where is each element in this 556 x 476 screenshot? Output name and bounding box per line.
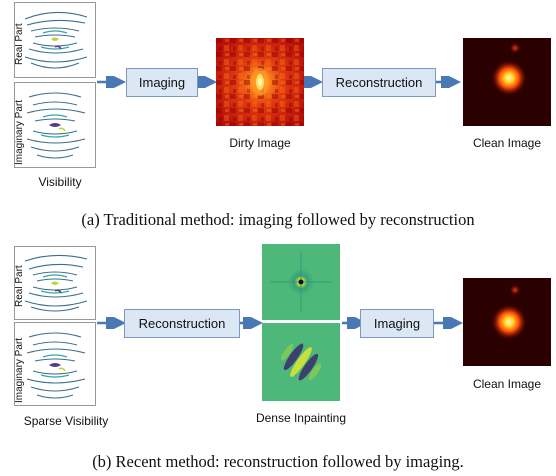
top-arrow-1 — [97, 76, 126, 88]
top-imag-label: Imaginary Part — [14, 99, 25, 165]
bottom-reconstruction-box: Reconstruction — [124, 309, 240, 338]
bottom-arrow-2 — [240, 317, 263, 329]
bottom-imaging-box: Imaging — [360, 309, 434, 338]
bottom-clean-image — [463, 278, 551, 366]
top-visibility-label: Visibility — [38, 175, 82, 189]
bottom-arrow-4 — [434, 317, 463, 329]
bottom-arrow-3 — [342, 317, 367, 329]
top-caption: (a) Traditional method: imaging followed… — [81, 210, 475, 229]
inpaint-real-image — [262, 244, 340, 320]
dense-inpainting-label: Dense Inpainting — [255, 411, 347, 425]
top-imag-panel: Imaginary Part — [14, 82, 96, 168]
bottom-caption: (b) Recent method: reconstruction follow… — [92, 452, 464, 471]
top-imaging-box: Imaging — [126, 68, 198, 97]
sparse-imag-plot — [26, 332, 86, 399]
sparse-real-plot — [24, 254, 88, 312]
bottom-clean-label: Clean Image — [472, 377, 542, 391]
bottom-real-panel: Real Part — [14, 246, 96, 320]
inpaint-imag-image — [262, 323, 340, 401]
dirty-image — [216, 38, 304, 126]
top-real-label: Real Part — [14, 23, 25, 65]
top-arrow-2 — [198, 76, 217, 88]
visibility-imag-plot — [26, 92, 86, 159]
dirty-image-label: Dirty Image — [229, 136, 291, 150]
bottom-real-label: Real Part — [14, 265, 25, 307]
top-clean-image — [463, 38, 551, 126]
top-reconstruction-box: Reconstruction — [322, 68, 436, 97]
top-clean-label: Clean Image — [472, 136, 542, 150]
bottom-imag-label: Imaginary Part — [14, 337, 25, 403]
bottom-imag-panel: Imaginary Part — [14, 322, 96, 406]
top-arrow-3 — [304, 76, 323, 88]
top-real-panel: Real Part — [14, 2, 96, 78]
sparse-visibility-label: Sparse Visibility — [23, 414, 109, 428]
top-arrow-4 — [436, 76, 461, 88]
bottom-arrow-1 — [97, 317, 126, 329]
visibility-real-plot — [24, 11, 88, 69]
